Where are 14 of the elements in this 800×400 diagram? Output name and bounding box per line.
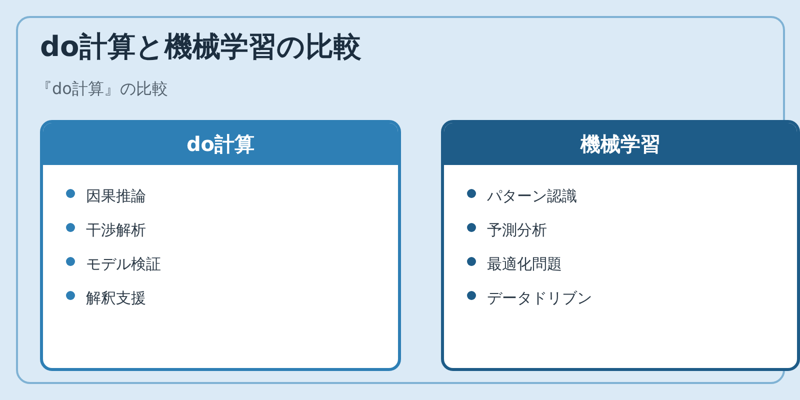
list-item: 因果推論 [86, 186, 146, 207]
title: do計算と機械学習の比較 [40, 29, 362, 65]
card [441, 120, 800, 371]
subtitle: 『do計算』の比較 [36, 78, 168, 100]
list-item: 解釈支援 [86, 288, 146, 309]
list-item: パターン認識 [487, 186, 577, 207]
list-item: モデル検証 [86, 254, 161, 275]
list-item: 予測分析 [487, 220, 547, 241]
card-heading: do計算 [43, 123, 398, 165]
list-item: 干渉解析 [86, 220, 146, 241]
card [40, 120, 401, 371]
list-item: データドリブン [487, 288, 592, 309]
card-heading: 機械学習 [444, 123, 797, 165]
list-item: 最適化問題 [487, 254, 562, 275]
